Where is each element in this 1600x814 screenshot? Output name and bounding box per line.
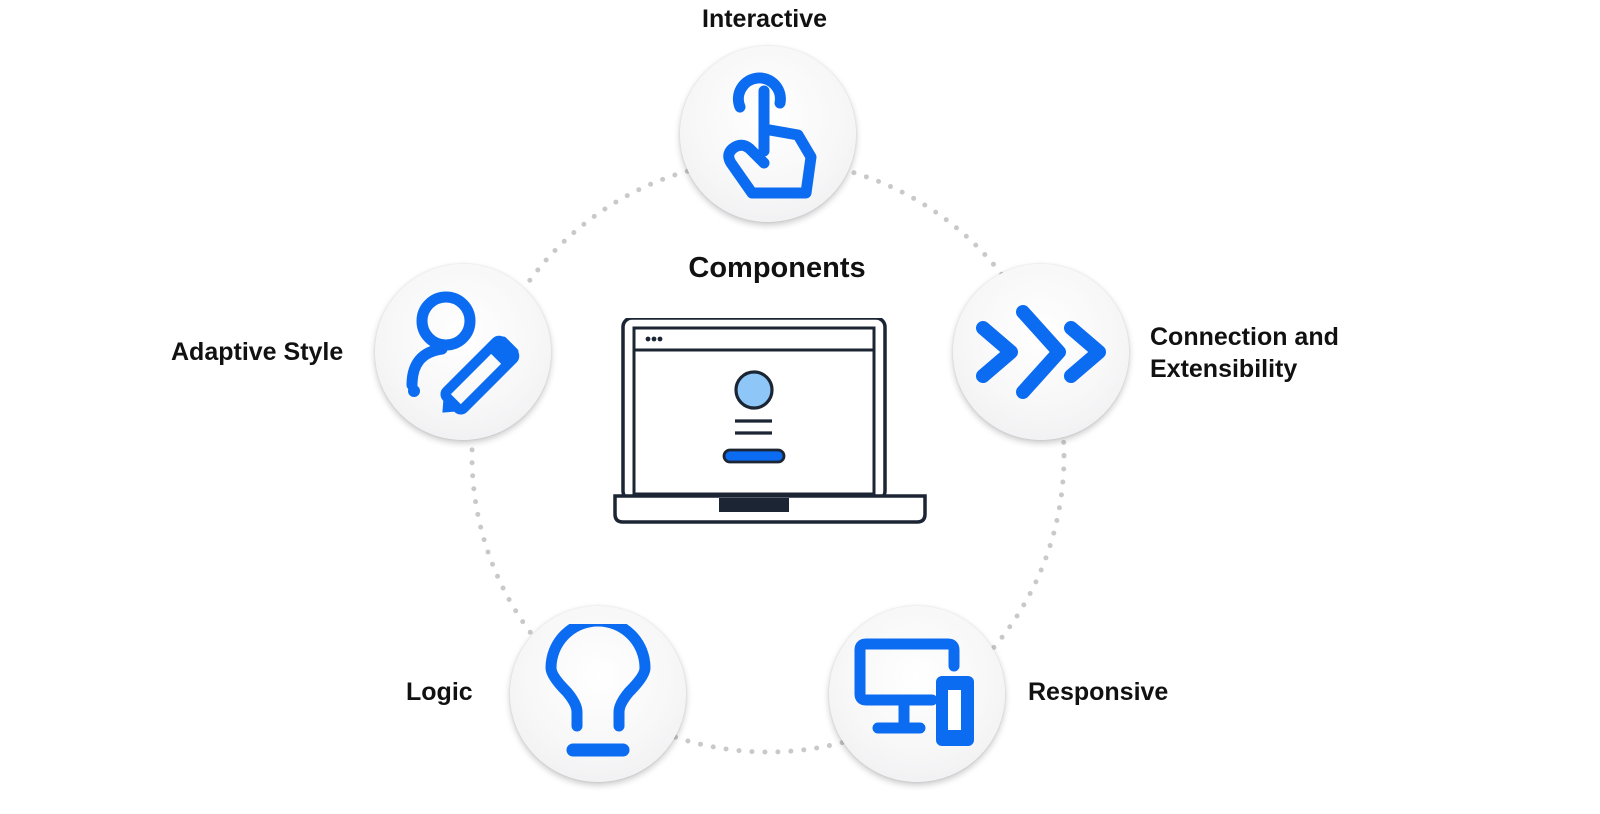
lightbulb-icon xyxy=(545,624,651,757)
node-adaptive[interactable] xyxy=(375,264,551,440)
label-responsive: Responsive xyxy=(1028,678,1169,706)
label-interactive: Interactive xyxy=(702,5,828,33)
double-chevron-right-icon xyxy=(976,305,1106,399)
monitor-phone-icon xyxy=(854,638,974,746)
laptop-icon xyxy=(613,318,927,524)
label-adaptive: Adaptive Style xyxy=(171,338,344,366)
node-interactive[interactable] xyxy=(680,46,856,222)
node-logic[interactable] xyxy=(510,606,686,782)
user-pencil-icon xyxy=(406,291,520,415)
hand-pointer-icon xyxy=(723,72,817,199)
node-responsive[interactable] xyxy=(829,606,1005,782)
label-connection: Connection and Extensibility xyxy=(1150,323,1339,383)
label-logic: Logic xyxy=(406,678,473,706)
node-connection[interactable] xyxy=(953,264,1129,440)
center-title: Components xyxy=(688,252,866,284)
